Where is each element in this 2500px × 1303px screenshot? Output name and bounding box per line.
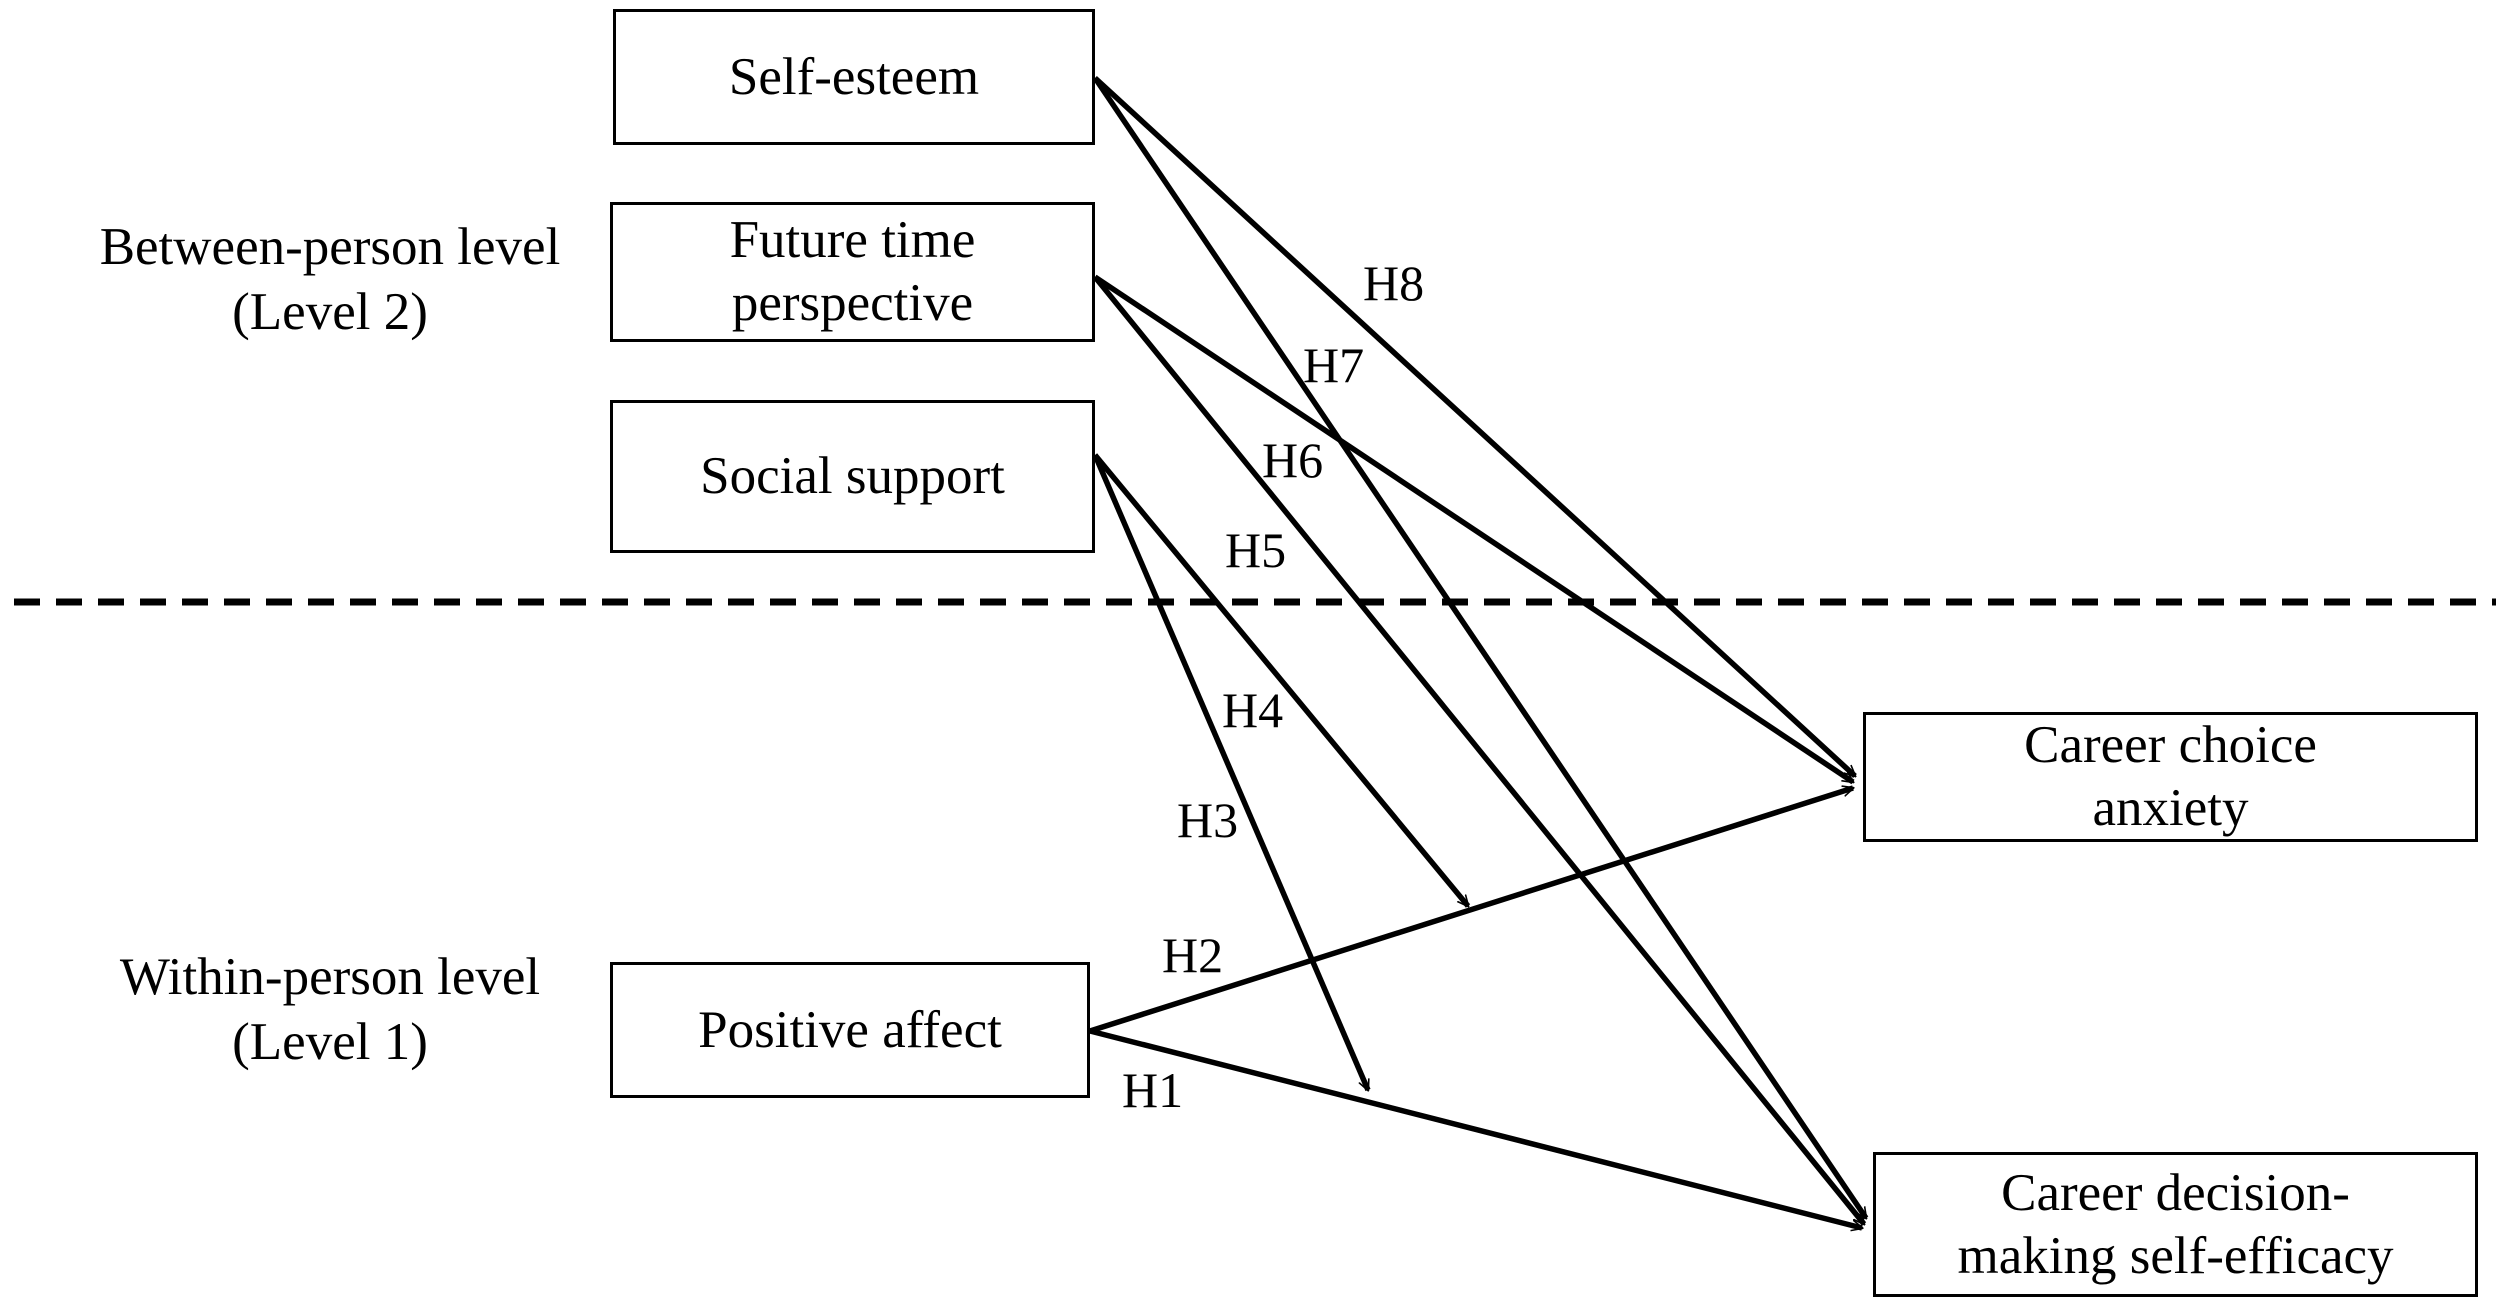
node-label-career-efficacy: Career decision-making self-efficacy: [1957, 1163, 2394, 1285]
edge-lines: [1089, 75, 1869, 1228]
node-social-support[interactable]: Social support: [610, 400, 1095, 553]
node-label-self-esteem: Self-esteem: [728, 47, 980, 106]
hypothesis-label-h4: H4: [1222, 682, 1284, 738]
hypothesis-label-h1: H1: [1122, 1062, 1184, 1118]
node-career-efficacy[interactable]: Career decision-making self-efficacy: [1873, 1152, 2478, 1297]
node-label-social-support: Social support: [700, 447, 1005, 506]
edge-h8: [1093, 75, 1855, 776]
hypothesis-label-h8: H8: [1363, 255, 1425, 311]
edge-h5: [1092, 275, 1867, 1224]
hypothesis-label-h5: H5: [1225, 522, 1287, 578]
hypothesis-label-h6: H6: [1262, 432, 1324, 488]
hypothesis-label-h2: H2: [1162, 927, 1224, 983]
node-label-positive-affect: Positive affect: [698, 1000, 1002, 1059]
hypothesis-label-h3: H3: [1177, 792, 1239, 848]
hypothesis-label-h7: H7: [1303, 337, 1365, 393]
edge-h7: [1093, 274, 1853, 785]
edge-h6: [1092, 76, 1869, 1218]
level-label-level2: Between-person level(Level 2): [99, 218, 561, 341]
node-self-esteem[interactable]: Self-esteem: [613, 9, 1095, 145]
edge-h1: [1089, 1028, 1862, 1228]
node-positive-affect[interactable]: Positive affect: [610, 962, 1090, 1098]
level-label-level1: Within-person level(Level 1): [119, 948, 541, 1071]
